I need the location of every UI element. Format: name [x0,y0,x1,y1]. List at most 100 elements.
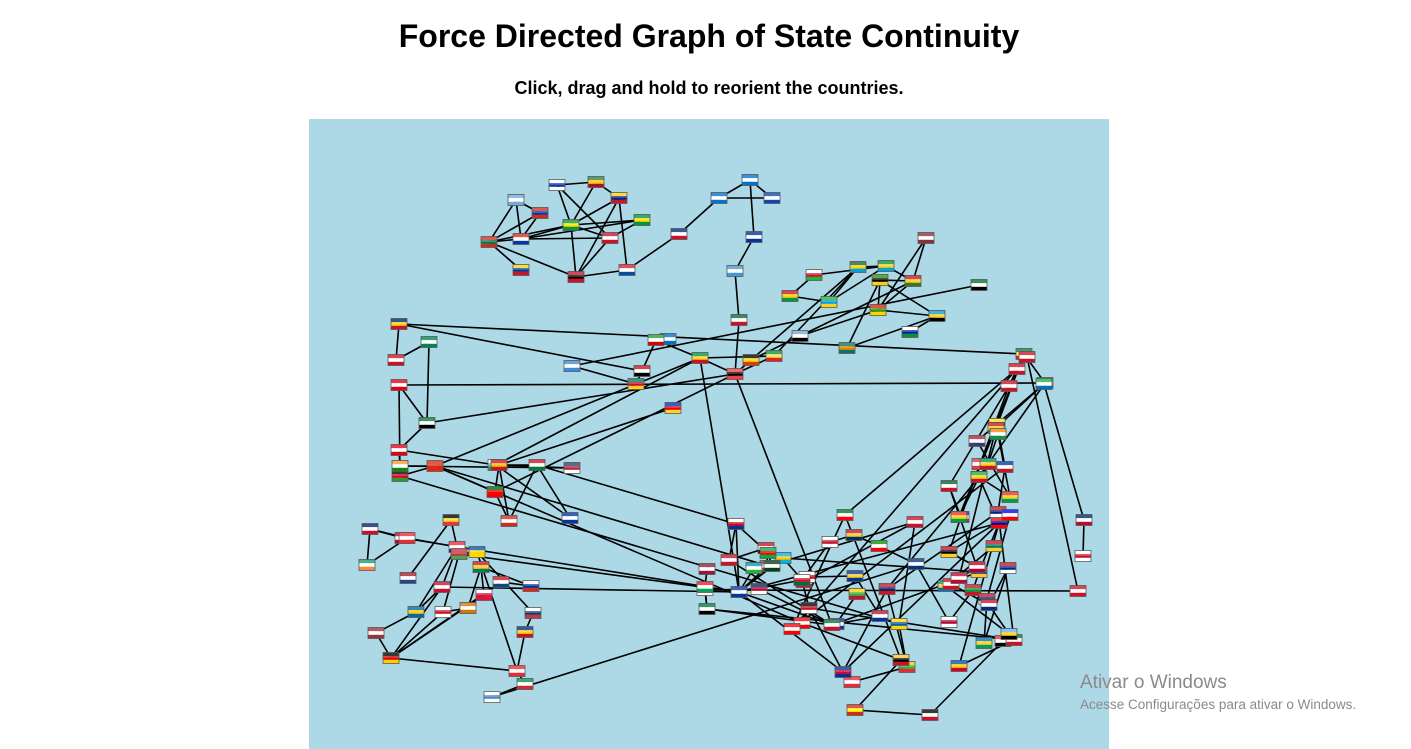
country-flag-node[interactable] [433,581,451,593]
country-flag-node[interactable] [434,606,452,618]
country-flag-node[interactable] [698,563,716,575]
country-flag-node[interactable] [1018,351,1036,363]
country-flag-node[interactable] [475,589,493,601]
country-flag-node[interactable] [548,179,566,191]
country-flag-node[interactable] [390,379,408,391]
country-flag-node[interactable] [970,471,988,483]
country-flag-node[interactable] [763,560,781,572]
country-flag-node[interactable] [387,354,405,366]
country-flag-node[interactable] [459,602,477,614]
country-flag-node[interactable] [528,459,546,471]
country-flag-node[interactable] [562,219,580,231]
country-flag-node[interactable] [367,627,385,639]
country-flag-node[interactable] [781,290,799,302]
country-flag-node[interactable] [633,365,651,377]
country-flag-node[interactable] [968,435,986,447]
country-flag-node[interactable] [601,232,619,244]
country-flag-node[interactable] [940,616,958,628]
country-flag-node[interactable] [480,236,498,248]
country-flag-node[interactable] [670,228,688,240]
country-flag-node[interactable] [483,691,501,703]
country-flag-node[interactable] [426,460,444,472]
country-flag-node[interactable] [805,269,823,281]
country-flag-node[interactable] [917,232,935,244]
country-flag-node[interactable] [742,354,760,366]
country-flag-node[interactable] [750,583,768,595]
country-flag-node[interactable] [906,516,924,528]
country-flag-node[interactable] [730,314,748,326]
country-flag-node[interactable] [870,540,888,552]
country-flag-node[interactable] [726,368,744,380]
country-flag-node[interactable] [871,610,889,622]
country-flag-node[interactable] [407,606,425,618]
country-flag-node[interactable] [1001,491,1019,503]
country-flag-node[interactable] [647,334,665,346]
country-flag-node[interactable] [975,637,993,649]
country-flag-node[interactable] [940,480,958,492]
country-flag-node[interactable] [745,562,763,574]
country-flag-node[interactable] [904,275,922,287]
country-flag-node[interactable] [950,511,968,523]
country-flag-node[interactable] [791,330,809,342]
country-flag-node[interactable] [793,574,811,586]
country-flag-node[interactable] [848,588,866,600]
country-flag-node[interactable] [869,304,887,316]
country-flag-node[interactable] [587,176,605,188]
country-flag-node[interactable] [382,652,400,664]
country-flag-node[interactable] [524,607,542,619]
country-flag-node[interactable] [516,626,534,638]
country-flag-node[interactable] [821,536,839,548]
country-flag-node[interactable] [1000,628,1018,640]
country-flag-node[interactable] [390,318,408,330]
country-flag-node[interactable] [633,214,651,226]
country-flag-node[interactable] [783,623,801,635]
country-flag-node[interactable] [845,529,863,541]
country-flag-node[interactable] [901,326,919,338]
country-flag-node[interactable] [996,461,1014,473]
country-flag-node[interactable] [759,547,777,559]
country-flag-node[interactable] [726,265,744,277]
country-flag-node[interactable] [1075,514,1093,526]
country-flag-node[interactable] [950,572,968,584]
country-flag-node[interactable] [1008,363,1026,375]
country-flag-node[interactable] [838,342,856,354]
country-flag-node[interactable] [710,192,728,204]
country-flag-node[interactable] [512,233,530,245]
country-flag-node[interactable] [361,523,379,535]
country-flag-node[interactable] [846,570,864,582]
country-flag-node[interactable] [610,192,628,204]
country-flag-node[interactable] [1001,509,1019,521]
country-flag-node[interactable] [561,512,579,524]
country-flag-node[interactable] [979,458,997,470]
graph-canvas[interactable] [309,119,1109,749]
country-flag-node[interactable] [1000,380,1018,392]
country-flag-node[interactable] [563,360,581,372]
country-flag-node[interactable] [849,261,867,273]
country-flag-node[interactable] [968,561,986,573]
country-flag-node[interactable] [563,462,581,474]
country-flag-node[interactable] [964,584,982,596]
country-flag-node[interactable] [567,271,585,283]
country-flag-node[interactable] [730,586,748,598]
country-flag-node[interactable] [508,665,526,677]
country-flag-node[interactable] [399,572,417,584]
country-flag-node[interactable] [745,231,763,243]
country-flag-node[interactable] [664,402,682,414]
country-flag-node[interactable] [999,562,1017,574]
country-flag-node[interactable] [940,546,958,558]
country-flag-node[interactable] [418,417,436,429]
country-flag-node[interactable] [358,559,376,571]
country-flag-node[interactable] [391,470,409,482]
country-flag-node[interactable] [486,486,504,498]
country-flag-node[interactable] [970,279,988,291]
country-flag-node[interactable] [696,581,714,593]
country-flag-node[interactable] [627,378,645,390]
country-flag-node[interactable] [843,676,861,688]
country-flag-node[interactable] [500,515,518,527]
country-flag-node[interactable] [985,540,1003,552]
country-flag-node[interactable] [391,460,409,472]
country-flag-node[interactable] [741,174,759,186]
country-flag-node[interactable] [765,350,783,362]
country-flag-node[interactable] [522,580,540,592]
country-flag-node[interactable] [1069,585,1087,597]
